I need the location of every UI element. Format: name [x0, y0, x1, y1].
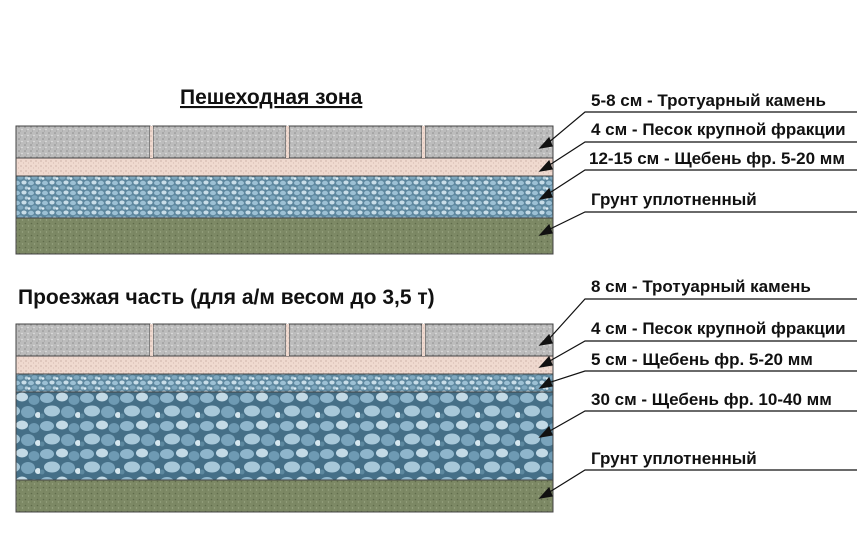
roadway-soil-layer: [15, 479, 554, 513]
pedestrian-label-sand: 4 см - Песок крупной фракции: [591, 120, 846, 139]
roadway-label-soil: Грунт уплотненный: [591, 449, 757, 468]
roadway-label-fine-gravel: 5 см - Щебень фр. 5-20 мм: [591, 350, 813, 369]
pedestrian-title: Пешеходная зона: [180, 86, 363, 109]
pedestrian-label-paver: 5-8 см - Тротуарный камень: [591, 91, 826, 110]
pedestrian-sand-layer: [15, 126, 554, 177]
pedestrian-label-soil: Грунт уплотненный: [591, 190, 757, 209]
pedestrian-soil-layer: [15, 217, 554, 255]
pedestrian-gravel-layer: [15, 175, 554, 219]
roadway-title: Проезжая часть (для а/м весом до 3,5 т): [18, 286, 435, 309]
pedestrian-label-gravel: 12-15 см - Щебень фр. 5-20 мм: [589, 149, 845, 168]
roadway-fine-gravel-layer: [15, 373, 554, 393]
pedestrian-leader-lines: [538, 111, 857, 236]
roadway-coarse-gravel-layer: [15, 391, 554, 481]
roadway-label-sand: 4 см - Песок крупной фракции: [591, 319, 846, 338]
roadway-leader-lines: [538, 298, 857, 499]
roadway-paver-layer: [15, 323, 554, 357]
roadway-label-paver: 8 см - Тротуарный камень: [591, 277, 811, 296]
pedestrian-paver-layer: [15, 125, 554, 159]
roadway-label-coarse-gravel: 30 см - Щебень фр. 10-40 мм: [591, 390, 832, 409]
